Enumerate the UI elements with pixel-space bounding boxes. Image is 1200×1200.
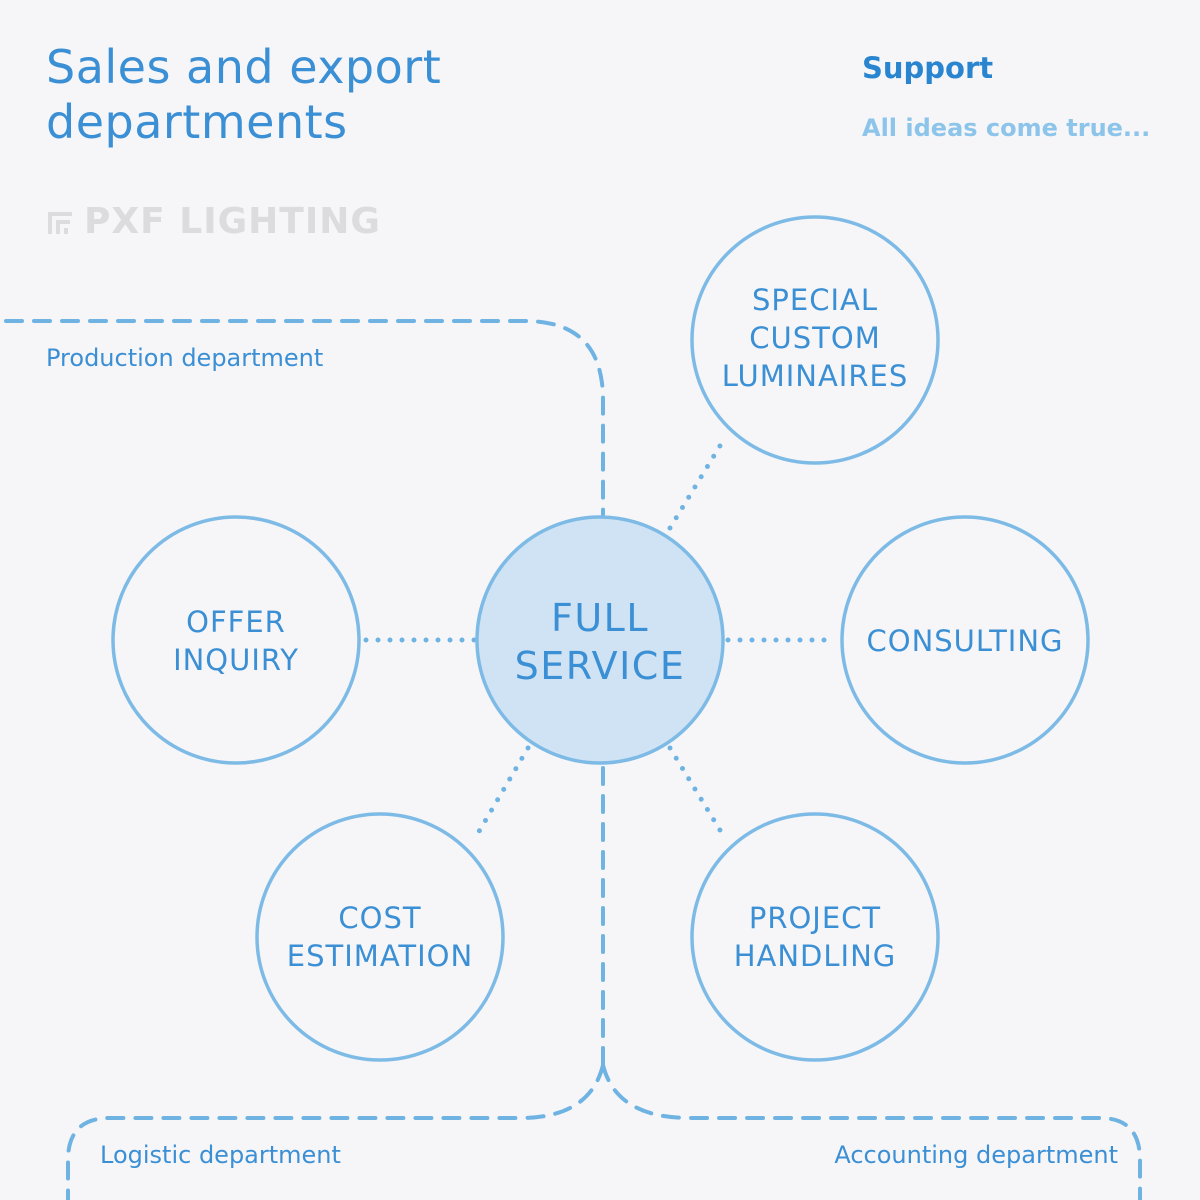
logistic-department-label: Logistic department [100,1141,341,1169]
support-tagline: All ideas come true... [862,114,1151,142]
node-offer-inquiry-label-1: OFFER [186,605,286,639]
node-cost-estimation-label-2: ESTIMATION [287,939,473,973]
node-cost-estimation-label-1: COST [338,901,421,935]
node-project-handling-circle [690,812,940,1062]
page-title-line-2: departments [46,95,348,149]
node-consulting-label: CONSULTING [867,624,1064,658]
connector-cost-estimation [471,745,531,843]
accounting-boundary-line [601,1063,1142,1200]
logo-wordmark: PXF LIGHTING [84,201,381,242]
page-title-line-1: Sales and export [46,40,442,94]
logo-mark-icon [48,212,72,234]
center-full-service-circle [475,515,725,765]
company-logo: PXF LIGHTING [46,202,381,242]
node-cost-estimation-circle [255,812,505,1062]
connector-special-custom [667,433,729,531]
center-label-line-2: SERVICE [515,644,686,688]
node-offer-inquiry-label-2: INQUIRY [173,643,299,677]
node-project-handling-label-1: PROJECT [749,901,881,935]
node-special-custom-luminaires-label-1: SPECIAL [752,283,878,317]
node-project-handling-label-2: HANDLING [734,939,897,973]
support-heading: Support [862,51,994,85]
production-department-label: Production department [46,344,323,372]
node-consulting-circle [840,515,1090,765]
center-label-line-1: FULL [551,596,649,640]
logistic-boundary-line [66,1063,605,1200]
node-special-custom-luminaires-label-3: LUMINAIRES [722,359,908,393]
node-offer-inquiry-circle [111,515,361,765]
node-special-custom-luminaires-circle [690,215,940,465]
accounting-department-label: Accounting department [834,1141,1118,1169]
node-special-custom-luminaires-label-2: CUSTOM [749,321,880,355]
connector-project-handling [667,745,729,843]
